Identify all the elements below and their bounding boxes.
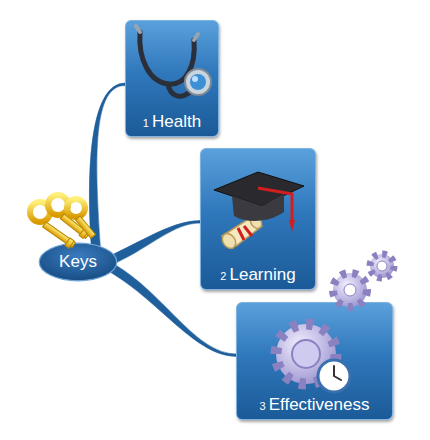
topic-label: Health: [152, 112, 201, 132]
stethoscope-icon: [136, 26, 211, 96]
topic-number: 1: [143, 117, 149, 129]
branch-connector: [89, 83, 125, 246]
label-row: 1Health: [143, 112, 201, 132]
label-row: 3Effectiveness: [260, 395, 370, 415]
label-row: 2Learning: [220, 265, 295, 285]
branch-connector: [113, 221, 200, 263]
gears-icon: [276, 254, 394, 392]
topic-label: Keys: [59, 252, 97, 272]
topic-label: Effectiveness: [269, 395, 370, 415]
topic-box: 1Health: [125, 20, 219, 137]
central-topic: Keys: [38, 242, 118, 282]
graduation-icon: [214, 172, 304, 251]
keys-icon: [30, 195, 95, 248]
topic-box: 2Learning: [200, 148, 316, 290]
topic-box: 3Effectiveness: [236, 302, 393, 420]
topic-label: Learning: [229, 265, 295, 285]
topic-number: 2: [220, 270, 226, 282]
topic-number: 3: [260, 400, 266, 412]
